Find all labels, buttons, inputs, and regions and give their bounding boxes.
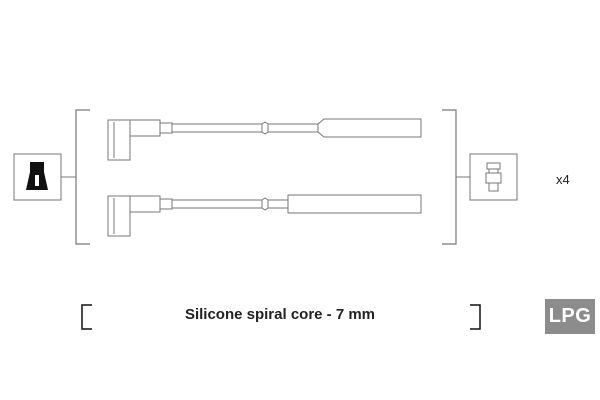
right-bracket bbox=[442, 109, 457, 245]
coil-connector-icon bbox=[469, 153, 518, 201]
left-bracket bbox=[75, 109, 90, 245]
caption-bracket-left bbox=[81, 304, 92, 330]
lpg-badge: LPG bbox=[545, 299, 595, 334]
spark-plug-boot-icon bbox=[13, 153, 62, 201]
ignition-cable-upper bbox=[107, 118, 422, 161]
cable-spec-caption: Silicone spiral core - 7 mm bbox=[184, 306, 376, 323]
ignition-cable-lower bbox=[107, 194, 422, 237]
quantity-label: x4 bbox=[556, 172, 570, 187]
caption-bracket-right bbox=[470, 304, 481, 330]
